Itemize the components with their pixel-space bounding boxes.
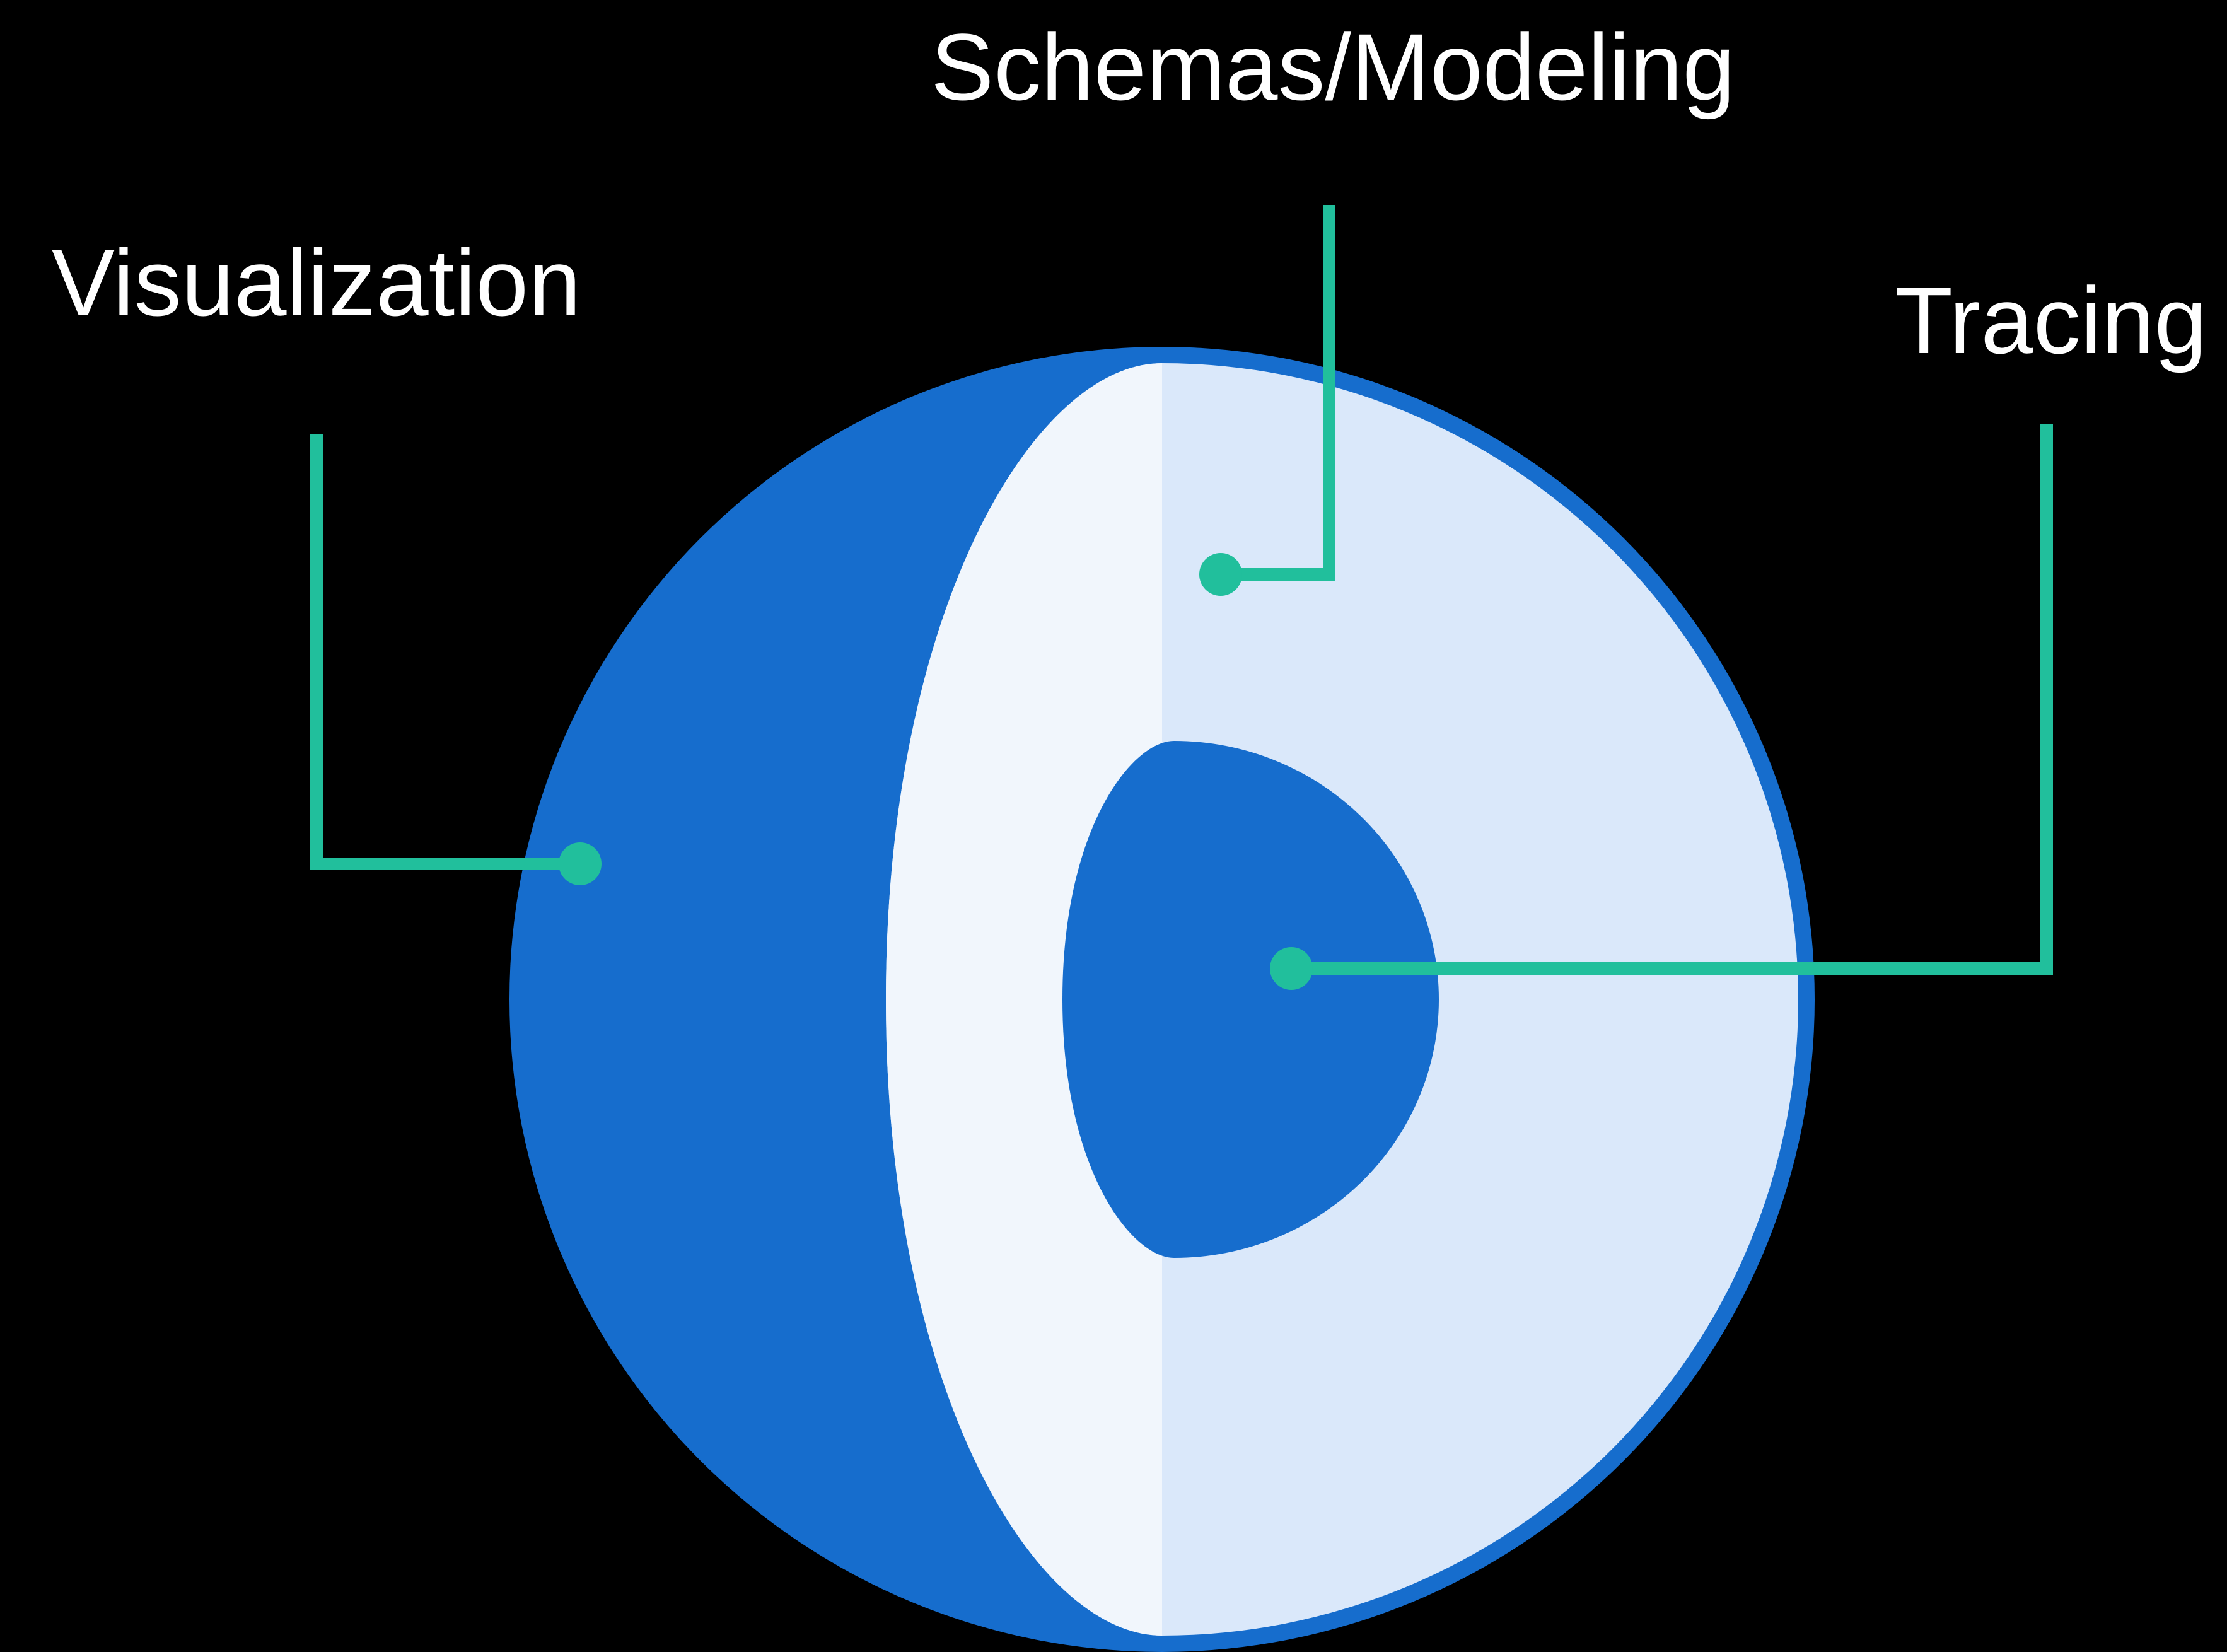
tracing-leader-line xyxy=(1291,424,2053,975)
schemas-marker xyxy=(1199,553,1242,596)
cutaway-face xyxy=(886,363,1162,1636)
visualization-marker xyxy=(559,842,602,885)
visualization-leader-line xyxy=(310,434,580,870)
inner-core xyxy=(1062,741,1439,1258)
visualization-label: Visualization xyxy=(52,230,581,335)
tracing-label: Tracing xyxy=(1895,267,2207,373)
schemas-leader-line xyxy=(1221,205,1335,581)
schemas-callout xyxy=(1199,205,1335,596)
schemas-label: Schemas/Modeling xyxy=(931,14,1735,120)
visualization-callout xyxy=(310,434,602,885)
tracing-marker xyxy=(1270,947,1313,990)
tracing-callout xyxy=(1270,424,2053,990)
